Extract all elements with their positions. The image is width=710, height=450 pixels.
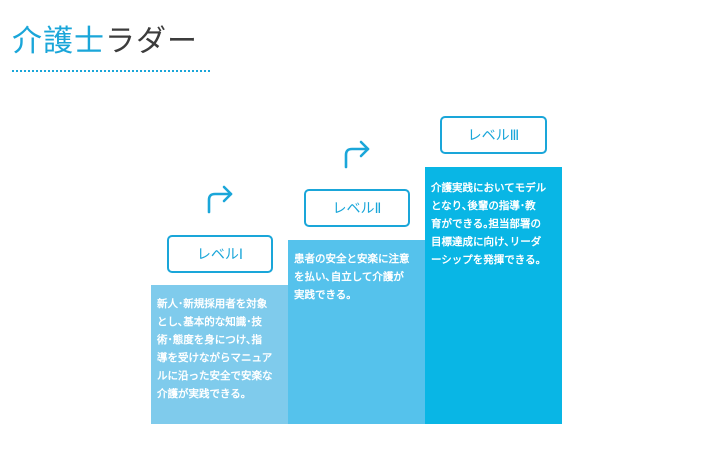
level-2-line: を払い､自立して介護が — [294, 271, 404, 283]
level-2-label: レベルⅡ — [304, 189, 410, 227]
level-1-line: 術･態度を身につけ､指 — [157, 334, 262, 346]
level-2-line: 実践できる｡ — [294, 289, 352, 301]
level-3-line: 目標達成に向け､リーダ — [431, 236, 542, 248]
level-3-line: ーシップを発揮できる｡ — [431, 254, 541, 266]
level-1-line: とし､基本的な知識･技 — [157, 316, 262, 328]
level-2-description: 患者の安全と安楽に注意 を払い､自立して介護が 実践できる｡ — [288, 240, 425, 424]
level-1-line: 新人･新規採用者を対象 — [157, 298, 268, 310]
title-underline — [12, 70, 210, 72]
level-1-label: レベルⅠ — [167, 235, 273, 273]
level-2-line: 患者の安全と安楽に注意 — [294, 253, 410, 265]
arrow-up-right-icon — [344, 140, 370, 169]
level-3-label: レベルⅢ — [440, 116, 547, 154]
level-1-line: 介護が実践できる｡ — [157, 388, 247, 400]
level-3-line: 介護実践においてモデル — [431, 182, 547, 194]
level-3-line: 育ができる｡担当部署の — [431, 218, 542, 230]
page-title-accent: 介護士 — [12, 24, 105, 59]
level-3-line: となり､後輩の指導･教 — [431, 200, 536, 212]
page-title: 介護士ラダー — [12, 22, 198, 62]
level-1-line: ルに沿った安全で安楽な — [157, 370, 273, 382]
page-title-rest: ラダー — [105, 24, 198, 59]
level-1-description: 新人･新規採用者を対象 とし､基本的な知識･技 術･態度を身につけ､指 導を受け… — [151, 285, 288, 424]
arrow-up-right-icon — [207, 185, 233, 214]
level-3-description: 介護実践においてモデル となり､後輩の指導･教 育ができる｡担当部署の 目標達成… — [425, 167, 562, 424]
level-1-line: 導を受けながらマニュア — [157, 352, 273, 364]
